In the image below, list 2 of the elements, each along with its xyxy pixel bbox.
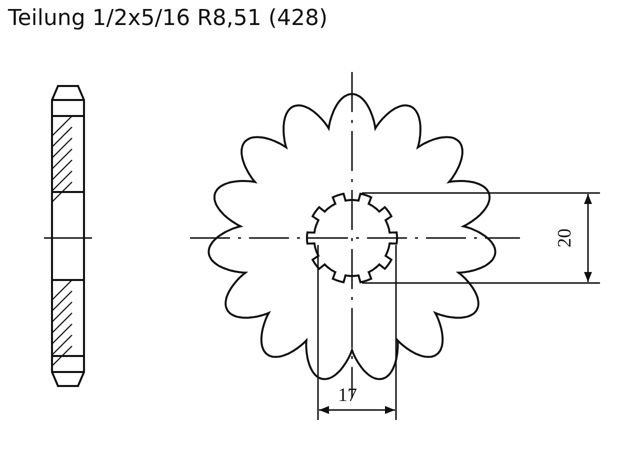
dimension-label: 20	[556, 228, 576, 248]
title: Teilung 1/2x5/16 R8,51 (428)	[8, 6, 328, 31]
